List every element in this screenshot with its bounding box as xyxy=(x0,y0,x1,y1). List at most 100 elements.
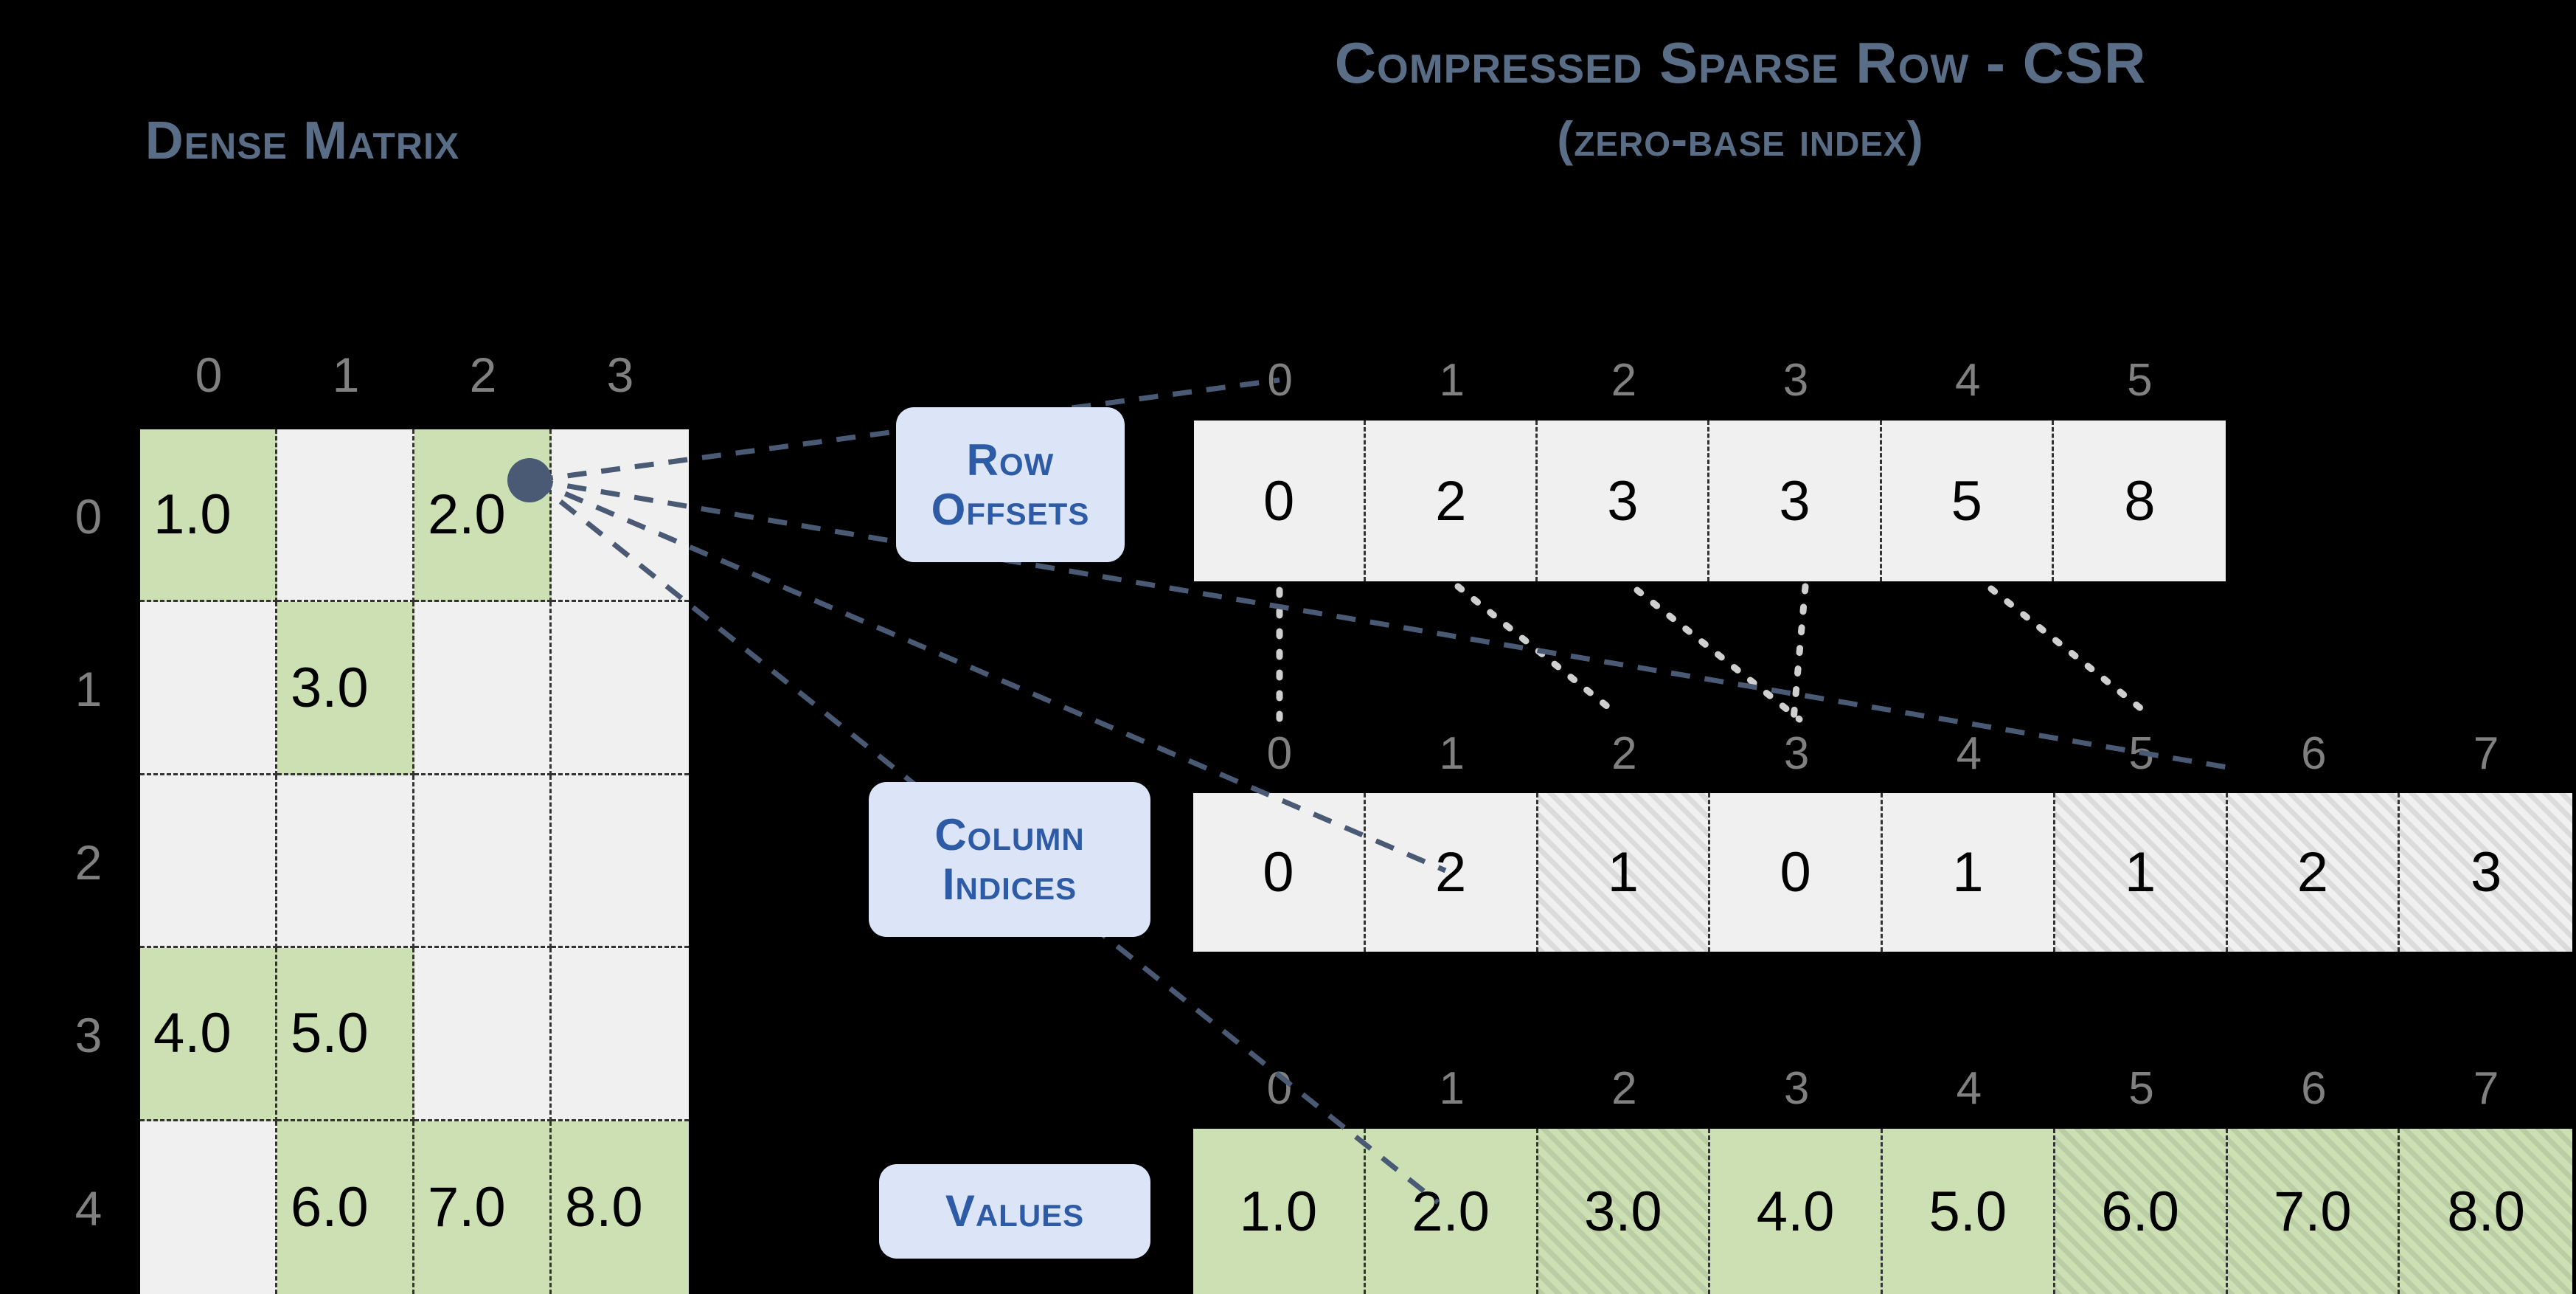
values-cell-0: 1.0 xyxy=(1193,1129,1366,1294)
column-indices-index-7: 7 xyxy=(2473,728,2499,779)
matrix-row-header-4: 4 xyxy=(74,1181,103,1236)
label-column-indices-line1: Column xyxy=(934,809,1085,859)
row-offsets-value-5: 8 xyxy=(2124,469,2156,533)
values-value-5: 6.0 xyxy=(2101,1180,2179,1243)
matrix-col-header-2: 2 xyxy=(469,347,497,402)
pointer-line-1 xyxy=(1454,583,1622,719)
row-offsets-cell-2: 3 xyxy=(1538,421,1710,581)
values-index-2: 2 xyxy=(1611,1063,1637,1114)
label-values-text: Values xyxy=(945,1186,1085,1236)
matrix-cell-1-1: 3.0 xyxy=(277,602,414,775)
matrix-cell-4-0 xyxy=(140,1121,277,1294)
matrix-cell-4-1: 6.0 xyxy=(277,1121,414,1294)
values-index-7: 7 xyxy=(2473,1063,2499,1114)
row-offsets-cell-1: 2 xyxy=(1366,421,1538,581)
page-title-csr: Compressed Sparse Row - CSR xyxy=(1334,30,2147,95)
column-indices-index-3: 3 xyxy=(1783,728,1810,779)
values-value-2: 3.0 xyxy=(1584,1180,1662,1243)
column-indices-cell-0: 0 xyxy=(1193,793,1366,952)
row-offsets-value-1: 2 xyxy=(1435,469,1467,533)
row-offsets-value-4: 5 xyxy=(1951,469,1982,533)
page-subtitle-csr: (zero-base index) xyxy=(1557,111,1924,166)
column-indices-value-6: 2 xyxy=(2296,841,2329,904)
column-indices-cell-3: 0 xyxy=(1710,793,1883,952)
column-indices-cell-7: 3 xyxy=(2400,793,2572,952)
label-row-offsets-line2: Offsets xyxy=(931,485,1090,534)
row-offsets-cell-3: 3 xyxy=(1709,421,1882,581)
values-cell-7: 8.0 xyxy=(2400,1129,2572,1294)
values-value-3: 4.0 xyxy=(1756,1180,1835,1243)
matrix-col-header-1: 1 xyxy=(332,347,360,402)
page-title-dense-matrix: Dense Matrix xyxy=(145,111,460,170)
column-indices-index-0: 0 xyxy=(1266,728,1293,779)
values-index-ruler: 0 1 2 3 4 5 6 7 xyxy=(1193,1062,2572,1115)
matrix-row-header-3: 3 xyxy=(74,1008,103,1062)
row-offsets-cell-4: 5 xyxy=(1881,421,2054,581)
row-offsets-value-2: 3 xyxy=(1607,469,1639,533)
pointer-line-2 xyxy=(1634,587,1803,723)
column-indices-value-3: 0 xyxy=(1780,841,1811,904)
row-offsets-index-3: 3 xyxy=(1782,355,1809,406)
matrix-cell-2-1 xyxy=(277,775,414,949)
values-cell-3: 4.0 xyxy=(1710,1129,1883,1294)
matrix-col-header-0: 0 xyxy=(195,347,223,402)
matrix-row-header-2: 2 xyxy=(74,835,103,890)
matrix-cell-3-1: 5.0 xyxy=(277,948,414,1121)
column-indices-value-1: 2 xyxy=(1434,841,1467,904)
row-offsets-value-0: 0 xyxy=(1263,469,1295,533)
row-offsets-index-0: 0 xyxy=(1267,355,1293,406)
values-index-4: 4 xyxy=(1956,1063,1982,1114)
matrix-cell-2-0 xyxy=(140,775,277,949)
column-indices-value-5: 1 xyxy=(2124,841,2156,904)
column-indices-value-0: 0 xyxy=(1263,841,1294,904)
row-offsets-cell-5: 8 xyxy=(2053,421,2226,581)
matrix-row-header-0: 0 xyxy=(74,489,103,544)
matrix-cell-2-2 xyxy=(414,775,552,949)
values-cell-4: 5.0 xyxy=(1883,1129,2055,1294)
column-indices-cell-1: 2 xyxy=(1365,793,1538,952)
matrix-cell-4-2: 7.0 xyxy=(414,1121,552,1294)
column-indices-index-5: 5 xyxy=(2128,728,2154,779)
column-indices-value-2: 1 xyxy=(1607,841,1639,904)
values-index-1: 1 xyxy=(1439,1063,1465,1114)
row-offsets-index-5: 5 xyxy=(2127,355,2153,406)
row-offsets-index-ruler: 0 1 2 3 4 5 xyxy=(1194,354,2226,406)
row-offsets-index-2: 2 xyxy=(1611,355,1637,406)
values-value-6: 7.0 xyxy=(2274,1180,2352,1243)
matrix-cell-1-2 xyxy=(414,602,552,775)
values-cell-6: 7.0 xyxy=(2227,1129,2400,1294)
row-offsets-value-3: 3 xyxy=(1779,469,1811,533)
row-offsets-array: 0 2 3 3 5 8 xyxy=(1194,421,2226,581)
matrix-row-header-1: 1 xyxy=(74,662,103,716)
column-indices-value-4: 1 xyxy=(1952,841,1984,904)
values-index-0: 0 xyxy=(1266,1063,1293,1114)
column-indices-value-7: 3 xyxy=(2470,841,2502,904)
label-row-offsets-line1: Row xyxy=(966,435,1055,485)
values-cell-2: 3.0 xyxy=(1538,1129,1711,1294)
matrix-cell-3-0: 4.0 xyxy=(140,948,277,1121)
column-indices-index-4: 4 xyxy=(1956,728,1982,779)
matrix-cell-0-1 xyxy=(277,429,414,603)
row-offsets-index-1: 1 xyxy=(1439,355,1465,406)
values-value-7: 8.0 xyxy=(2447,1180,2525,1243)
values-index-5: 5 xyxy=(2128,1063,2154,1114)
values-index-3: 3 xyxy=(1783,1063,1810,1114)
row-offsets-cell-0: 0 xyxy=(1194,421,1367,581)
column-indices-cell-2: 1 xyxy=(1538,793,1711,952)
column-indices-cell-5: 1 xyxy=(2055,793,2228,952)
column-indices-index-6: 6 xyxy=(2301,728,2327,779)
column-indices-cell-4: 1 xyxy=(1883,793,2055,952)
values-value-1: 2.0 xyxy=(1412,1180,1490,1243)
values-index-6: 6 xyxy=(2301,1063,2327,1114)
column-indices-array: 0 2 1 0 1 1 2 3 xyxy=(1193,793,2572,952)
matrix-cell-0-0: 1.0 xyxy=(140,429,277,603)
values-array: 1.0 2.0 3.0 4.0 5.0 6.0 7.0 8.0 xyxy=(1193,1129,2572,1294)
pointer-line-3 xyxy=(1790,583,1809,723)
row-offsets-index-4: 4 xyxy=(1954,355,1981,406)
values-cell-5: 6.0 xyxy=(2055,1129,2228,1294)
column-indices-index-1: 1 xyxy=(1439,728,1465,779)
label-values: Values xyxy=(879,1164,1150,1259)
label-column-indices-line2: Indices xyxy=(942,859,1077,909)
matrix-cell-1-0 xyxy=(140,602,277,775)
